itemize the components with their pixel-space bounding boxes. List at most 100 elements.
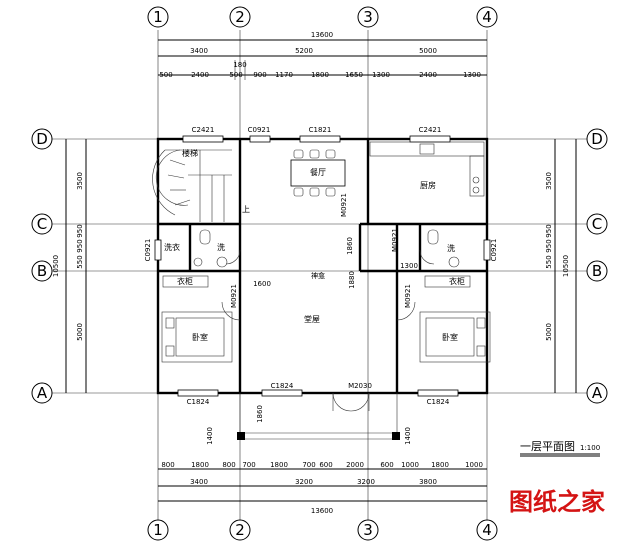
dim-interior: 1300 bbox=[400, 262, 418, 270]
axis-label-right-A: A bbox=[592, 384, 603, 402]
window-label-left: C0921 bbox=[144, 239, 152, 262]
axis-label-left-D: D bbox=[36, 130, 48, 148]
door-label: M0921 bbox=[340, 193, 348, 217]
axis-label-left-A: A bbox=[37, 384, 48, 402]
dim-left-seg: 3500 bbox=[76, 172, 84, 190]
dim-bottom-row1: 1800 bbox=[431, 461, 449, 469]
window-label-bottom: C1824 bbox=[187, 398, 210, 406]
room-label-wardrobe-right: 衣柜 bbox=[449, 276, 465, 286]
axis-label-top-4: 4 bbox=[482, 8, 492, 26]
axis-bubble-top-2 bbox=[229, 6, 251, 28]
dim-top-row2: 500 bbox=[229, 71, 242, 79]
axis-bubble-right-D bbox=[586, 128, 608, 150]
room-label-wash-left: 洗 bbox=[217, 242, 225, 252]
watermark-text: 图纸之家 bbox=[509, 488, 605, 516]
dim-interior: 1860 bbox=[346, 237, 354, 255]
dim-bottom-row2: 3400 bbox=[190, 478, 208, 486]
window-label-top: C1821 bbox=[309, 126, 332, 134]
dim-interior: 1880 bbox=[348, 271, 356, 289]
axis-label-bottom-4: 4 bbox=[482, 521, 492, 539]
drawing-scale: 1:100 bbox=[580, 444, 600, 452]
dim-top-row1: 5000 bbox=[419, 47, 437, 55]
axis-label-bottom-2: 2 bbox=[235, 521, 245, 539]
dim-interior: 1860 bbox=[256, 405, 264, 423]
room-label-bedroom-right: 卧室 bbox=[442, 332, 458, 342]
dim-left-small: 950 bbox=[76, 239, 84, 252]
axis-label-left-B: B bbox=[37, 262, 47, 280]
door-label: M2030 bbox=[348, 382, 372, 390]
window-label-bottom: C1824 bbox=[271, 382, 294, 390]
axis-bubble-right-A bbox=[586, 382, 608, 404]
dim-top-row2: 1300 bbox=[463, 71, 481, 79]
dim-bottom-row1: 2000 bbox=[346, 461, 364, 469]
dim-bottom-row2: 3200 bbox=[295, 478, 313, 486]
room-label-laundry: 洗衣 bbox=[164, 242, 180, 252]
dim-bottom-row1: 1000 bbox=[465, 461, 483, 469]
dim-bottom-row1: 700 bbox=[302, 461, 315, 469]
dim-top-total: 13600 bbox=[311, 31, 333, 39]
kitchen-counters bbox=[369, 141, 485, 197]
axis-bubble-bottom-1 bbox=[147, 519, 169, 541]
dim-bottom-row2: 3800 bbox=[419, 478, 437, 486]
axis-bubble-bottom-2 bbox=[229, 519, 251, 541]
dim-bottom-row1: 800 bbox=[161, 461, 174, 469]
dim-bottom-row1: 700 bbox=[242, 461, 255, 469]
room-label-up: 上 bbox=[242, 205, 250, 214]
window-label-top: C2421 bbox=[419, 126, 442, 134]
dining-table bbox=[290, 149, 346, 197]
dim-bottom-row1: 1000 bbox=[401, 461, 419, 469]
doors bbox=[221, 249, 435, 412]
dim-bottom-row1: 800 bbox=[222, 461, 235, 469]
axis-bubble-right-B bbox=[586, 260, 608, 282]
axis-bubble-bottom-3 bbox=[357, 519, 379, 541]
dim-top-row2: 2400 bbox=[191, 71, 209, 79]
dim-top-small: 180 bbox=[233, 61, 246, 69]
dim-left-seg: 550 bbox=[76, 255, 84, 268]
dim-right-seg: 5000 bbox=[545, 323, 553, 341]
axis-label-right-C: C bbox=[592, 215, 602, 233]
dim-bottom-row1: 600 bbox=[319, 461, 332, 469]
room-label-wash-right: 洗 bbox=[447, 243, 455, 253]
dim-left-seg: 950 bbox=[76, 224, 84, 237]
dim-top-row2: 2400 bbox=[419, 71, 437, 79]
axis-bubble-left-D bbox=[31, 128, 53, 150]
porch bbox=[237, 393, 400, 440]
beds bbox=[161, 311, 491, 363]
dim-interior: 1600 bbox=[253, 280, 271, 288]
dim-bottom-row1: 600 bbox=[380, 461, 393, 469]
dim-right-seg: 550 bbox=[545, 255, 553, 268]
walls bbox=[156, 137, 489, 395]
axis-label-left-C: C bbox=[37, 215, 47, 233]
dim-bottom-total: 13600 bbox=[311, 507, 333, 515]
dim-bottom-row1: 1800 bbox=[270, 461, 288, 469]
axis-label-bottom-3: 3 bbox=[363, 521, 373, 539]
room-label-wardrobe-left: 衣柜 bbox=[177, 276, 193, 286]
dim-top-row1: 3400 bbox=[190, 47, 208, 55]
windows bbox=[154, 135, 491, 397]
room-label-dining: 餐厅 bbox=[310, 168, 326, 177]
dim-bottom-row2: 3200 bbox=[357, 478, 375, 486]
dim-right-seg: 950 bbox=[545, 224, 553, 237]
window-label-top: C0921 bbox=[248, 126, 271, 134]
dim-top-row2: 1170 bbox=[275, 71, 293, 79]
dim-top-row2: 900 bbox=[253, 71, 266, 79]
dim-top-row2: 1800 bbox=[311, 71, 329, 79]
dim-interior: 1400 bbox=[404, 427, 412, 445]
axis-bubble-left-A bbox=[31, 382, 53, 404]
window-label-right: C0921 bbox=[490, 239, 498, 262]
door-label: M0921 bbox=[391, 228, 399, 252]
room-label-hall: 堂屋 bbox=[304, 314, 320, 324]
axis-label-top-1: 1 bbox=[153, 8, 163, 26]
door-label: M0921 bbox=[230, 284, 238, 308]
axis-bubble-left-C bbox=[31, 213, 53, 235]
room-label-stair: 楼梯 bbox=[182, 148, 198, 158]
staircase bbox=[152, 149, 232, 222]
axis-bubble-top-4 bbox=[476, 6, 498, 28]
window-label-bottom: C1824 bbox=[427, 398, 450, 406]
dim-top-row1: 5200 bbox=[295, 47, 313, 55]
side-dimensions bbox=[65, 139, 577, 393]
